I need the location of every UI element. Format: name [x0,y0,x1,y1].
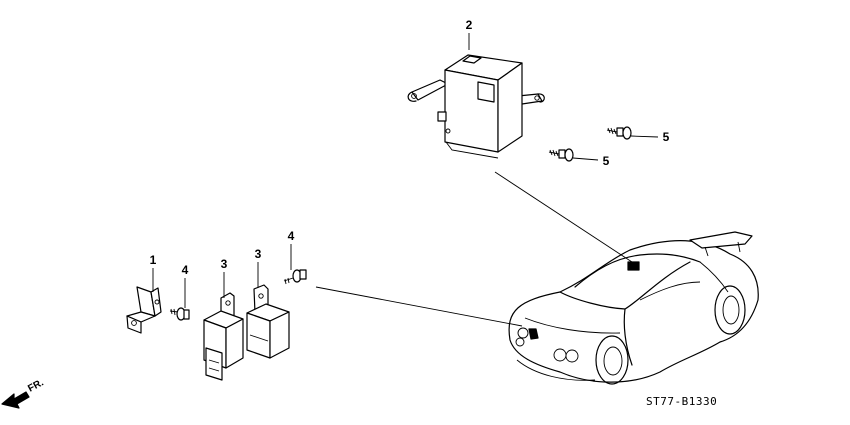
bolt-upper [606,126,659,140]
callout-3-left: 3 [221,257,228,271]
callout-1: 1 [150,253,157,267]
callout-4-left: 4 [182,263,189,277]
drawing-code: ST77-B1330 [646,395,717,408]
front-direction-label: FR. [26,377,46,394]
relay-right [246,284,290,359]
callout-5-upper: 5 [663,130,670,144]
leader-line-relay [315,286,523,327]
callout-2: 2 [466,18,473,32]
control-unit [407,54,545,159]
screw-right [283,269,307,285]
relay-bracket [126,286,162,334]
front-direction-arrow-icon [1,391,30,409]
leader-line-control-unit [494,171,633,263]
bolt-lower [548,148,599,162]
car-outline [508,231,759,385]
callout-5-lower: 5 [603,154,610,168]
relay-left [203,292,244,381]
callout-4-right: 4 [288,229,295,243]
screw-left [169,307,190,321]
callout-3-right: 3 [255,247,262,261]
